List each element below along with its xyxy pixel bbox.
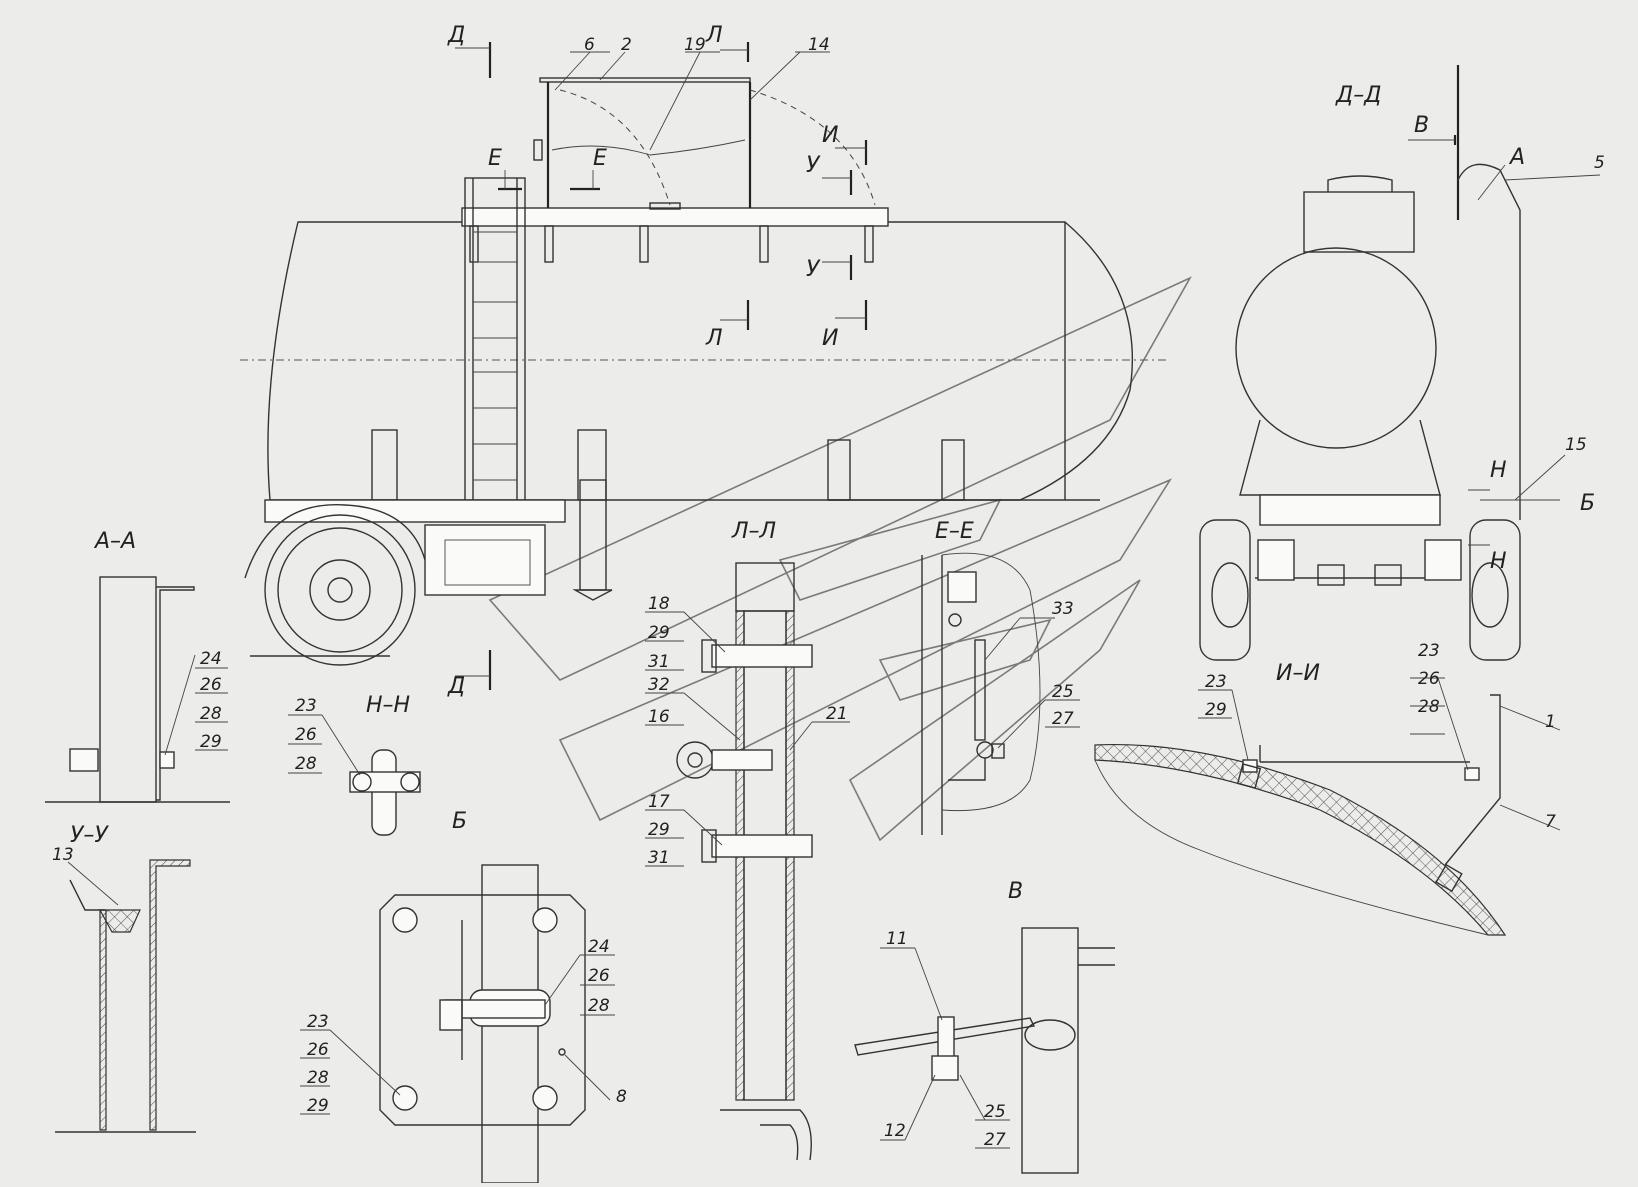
- callout-main-0: 6: [584, 35, 595, 55]
- section-ii: И–И 23 29 23 26 28 1 7: [1094, 641, 1561, 936]
- callout-ll-2: 31: [648, 652, 670, 672]
- cut-letter-n-top: Н: [1490, 458, 1507, 483]
- callout-ll-4: 16: [648, 707, 670, 727]
- callout-v-1: 12: [884, 1121, 906, 1141]
- cut-letter-b: Б: [1580, 491, 1595, 516]
- cut-letter-i-top: И: [822, 123, 838, 148]
- callout-ee-1: 25: [1052, 682, 1074, 702]
- section-title-ll: Л–Л: [731, 519, 776, 544]
- section-nn: Н–Н 23 26 28 Б: [288, 693, 467, 836]
- section-title-nn: Н–Н: [366, 693, 410, 718]
- callout-ll-0: 18: [648, 594, 670, 614]
- callout-ll-8: 31: [648, 848, 670, 868]
- callout-b-0: 23: [307, 1012, 329, 1032]
- section-title-v: В: [1008, 879, 1023, 904]
- callout-v-0: 11: [886, 929, 908, 949]
- callout-b-4: 24: [588, 937, 610, 957]
- callout-ii-2: 23: [1418, 641, 1440, 661]
- callout-ll-1: 29: [648, 623, 670, 643]
- callout-aa-3: 29: [200, 732, 222, 752]
- section-uu: У–У 13: [52, 823, 196, 1133]
- callout-b-2: 28: [307, 1068, 329, 1088]
- callout-main-2: 19: [684, 35, 706, 55]
- view-v: В 11 12 25 27: [854, 879, 1115, 1174]
- callout-v-2: 25: [984, 1102, 1006, 1122]
- cut-letter-a: А: [1508, 145, 1525, 170]
- callout-main-3: 14: [808, 35, 830, 55]
- callout-ii-6: 7: [1545, 812, 1556, 832]
- callout-uu-0: 13: [52, 845, 74, 865]
- cut-letter-l-top: Л: [705, 23, 723, 48]
- callout-aa-2: 28: [200, 704, 222, 724]
- cut-letter-v: В: [1414, 113, 1429, 138]
- callout-ii-4: 28: [1418, 697, 1440, 717]
- callout-v-3: 27: [984, 1130, 1006, 1150]
- callout-ii-0: 23: [1205, 672, 1227, 692]
- callout-aa-1: 26: [200, 675, 222, 695]
- callout-b-5: 26: [588, 966, 610, 986]
- callout-nn-0: 23: [295, 696, 317, 716]
- callout-ii-3: 26: [1418, 669, 1440, 689]
- callout-b-3: 29: [307, 1096, 329, 1116]
- callout-ii-1: 29: [1205, 700, 1227, 720]
- callout-nn-2: 28: [295, 754, 317, 774]
- callout-ee-2: 27: [1052, 709, 1074, 729]
- watermark-logo: [488, 276, 1192, 842]
- callout-rear-0: 5: [1594, 153, 1605, 173]
- cut-letter-l-bottom: Л: [705, 326, 723, 351]
- cut-letter-u-top: У: [806, 153, 821, 178]
- section-title-dd: Д–Д: [1335, 83, 1381, 108]
- callout-aa-0: 24: [200, 649, 222, 669]
- callout-b-1: 26: [307, 1040, 329, 1060]
- main-side-view: 6 2 19 14 Д Д Л Л Е Е И И У У: [240, 23, 1170, 699]
- cut-letter-u-bottom: У: [806, 257, 821, 282]
- section-title-aa: А–А: [93, 529, 136, 554]
- callout-ll-3: 32: [648, 675, 670, 695]
- cut-letter-e-left: Е: [488, 146, 502, 171]
- callout-ll-6: 17: [648, 792, 670, 812]
- callout-b-7: 8: [616, 1087, 627, 1107]
- section-title-uu: У–У: [70, 823, 109, 848]
- section-aa: А–А 24 26 28 29: [45, 529, 230, 803]
- section-title-ii: И–И: [1276, 661, 1320, 686]
- section-title-b: Б: [452, 809, 467, 834]
- callout-rear-1: 15: [1565, 435, 1587, 455]
- section-title-ee: Е–Е: [935, 519, 974, 544]
- callout-ee-0: 33: [1052, 599, 1074, 619]
- callout-ll-5: 21: [826, 704, 848, 724]
- cut-letter-i-bottom: И: [822, 326, 838, 351]
- view-b: 23 26 28 29 24 26 28 8: [300, 864, 627, 1184]
- cut-letter-e-right: Е: [593, 146, 607, 171]
- callout-main-1: 2: [621, 35, 632, 55]
- cut-letter-n-bottom: Н: [1490, 549, 1507, 574]
- section-ll: Л–Л 18 29 31 32 16 21 17 29 31: [645, 519, 850, 1161]
- callout-ll-7: 29: [648, 820, 670, 840]
- callout-b-6: 28: [588, 996, 610, 1016]
- callout-nn-1: 26: [295, 725, 317, 745]
- cut-letter-d-top: Д: [447, 23, 465, 48]
- cut-letter-d-bottom: Д: [447, 674, 465, 699]
- section-ee: Е–Е 33 25 27: [921, 519, 1080, 835]
- rear-view-dd: Д–Д В А Н Н Б 5 15: [1199, 65, 1605, 661]
- callout-ii-5: 1: [1545, 712, 1556, 732]
